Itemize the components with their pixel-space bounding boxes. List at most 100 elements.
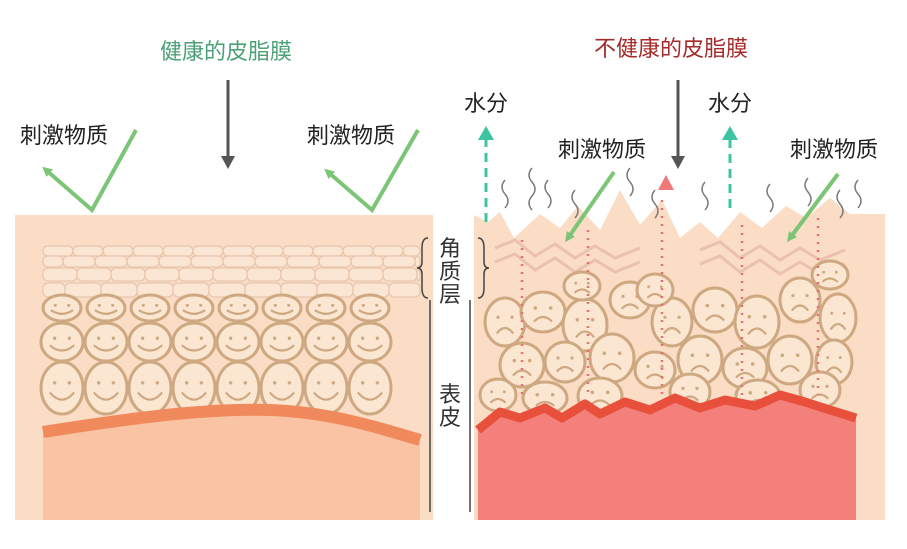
corneocyte-cell	[372, 245, 404, 257]
sad-cell	[635, 272, 675, 308]
smiling-cell	[347, 360, 393, 416]
smiling-cell	[349, 293, 391, 323]
corneocyte-cell	[192, 245, 224, 257]
sebum-down-arrow-unhealthy-head	[671, 156, 685, 169]
corneocyte-cell	[102, 245, 134, 257]
corneocyte-cell	[318, 255, 352, 268]
irritant-bounce-arrow-right	[324, 129, 420, 214]
smiling-cell	[129, 293, 171, 323]
healthy-dermis-border	[42, 403, 422, 446]
corneocyte-cell	[162, 245, 194, 257]
smiling-cell	[347, 321, 393, 363]
corneocyte-cell	[382, 255, 416, 268]
corneocyte-cell	[72, 245, 104, 257]
corneocyte-cell	[246, 267, 282, 282]
smiling-cell	[83, 321, 129, 363]
corneocyte-cell	[286, 255, 320, 268]
smiling-cell	[83, 360, 129, 416]
corneocyte-cell	[178, 267, 214, 282]
corneocyte-cell	[222, 245, 254, 257]
irritant-penetrate-arrow-mid	[565, 170, 616, 243]
unhealthy-sebum-title: 不健康的皮脂膜	[594, 37, 749, 62]
corneocyte-cell	[382, 267, 418, 282]
healthy-arrows	[42, 80, 420, 214]
sad-cell	[766, 334, 814, 386]
smiling-cell	[39, 360, 85, 416]
corneocyte-cell	[348, 267, 384, 282]
smiling-cell	[303, 321, 349, 363]
irritant-label-unhealthy-mid: 刺激物质	[558, 138, 647, 163]
epidermis-label: 表皮	[438, 383, 461, 432]
red-triangle-marker	[658, 175, 674, 190]
smiling-cell	[173, 293, 215, 323]
corneocyte-cell	[158, 255, 192, 268]
unhealthy-skin-panel	[474, 167, 885, 520]
water-loss-arrow-left-head	[478, 126, 494, 140]
healthy-sebum-title: 健康的皮脂膜	[160, 40, 293, 65]
corneocyte-cell	[312, 245, 344, 257]
sad-cell	[691, 286, 739, 334]
corneocyte-cell	[282, 245, 314, 257]
corneocyte-cell	[94, 255, 128, 268]
smiling-cell	[39, 321, 85, 363]
corneocyte-cell	[42, 267, 78, 282]
irritant-label-unhealthy-right: 刺激物质	[790, 138, 879, 163]
water-loss-arrow-right-head	[722, 126, 738, 140]
corneocyte-cell	[350, 255, 384, 268]
corneocyte-cell	[416, 267, 421, 282]
healthy-stratum-corneum-bricks	[42, 245, 421, 298]
irritant-label-healthy-left: 刺激物质	[20, 124, 109, 149]
corneocyte-cell	[132, 245, 164, 257]
sad-cell	[778, 276, 822, 324]
unhealthy-arrows	[478, 80, 840, 243]
corneocyte-cell	[62, 255, 96, 268]
sad-cell	[588, 332, 636, 384]
unhealthy-dermis-border	[475, 390, 858, 434]
unhealthy-epidermis-cells	[478, 259, 858, 416]
smiling-cell	[171, 321, 217, 363]
sad-cell	[633, 350, 677, 390]
sad-cell	[478, 377, 518, 413]
corneocyte-cell	[212, 267, 248, 282]
corneocyte-cell	[126, 255, 160, 268]
corneocyte-cell	[414, 255, 421, 268]
corneocyte-cell	[342, 245, 374, 257]
corneocyte-cell	[314, 267, 350, 282]
corneocyte-cell	[76, 267, 112, 282]
sad-cell	[818, 292, 858, 344]
sad-cell	[519, 290, 567, 334]
healthy-skin-panel	[15, 215, 433, 520]
water-label-left: 水分	[464, 92, 509, 117]
irritant-penetrate-arrow-right	[787, 172, 840, 242]
smiling-cell	[85, 293, 127, 323]
layer-brackets	[416, 237, 490, 512]
sad-cell	[562, 270, 602, 302]
smiling-cell	[305, 293, 347, 323]
unhealthy-penetration-dotted-lines	[520, 200, 820, 400]
corneocyte-cell	[252, 245, 284, 257]
smiling-cell	[215, 321, 261, 363]
smiling-cell	[127, 321, 173, 363]
healthy-dermis	[43, 409, 420, 520]
sad-cell	[543, 340, 587, 384]
smiling-cell	[41, 293, 83, 323]
irritant-bounce-arrow-left	[42, 129, 138, 214]
smiling-cell	[259, 321, 305, 363]
irritant-label-healthy-right: 刺激物质	[307, 124, 396, 149]
smiling-cell	[127, 360, 173, 416]
sad-cell	[810, 259, 850, 291]
corneocyte-cell	[222, 255, 256, 268]
smiling-cell	[261, 293, 303, 323]
corneocyte-cell	[110, 267, 146, 282]
corneocyte-cell	[280, 267, 316, 282]
corneocyte-cell	[144, 267, 180, 282]
smiling-cell	[217, 293, 259, 323]
stratum-corneum-bracket-left	[416, 237, 429, 299]
corneocyte-cell	[42, 245, 74, 257]
corneocyte-cell	[42, 255, 64, 268]
corneocyte-cell	[254, 255, 288, 268]
corneocyte-cell	[402, 245, 421, 257]
corneocyte-cell	[388, 282, 421, 298]
sad-cell	[733, 294, 781, 350]
